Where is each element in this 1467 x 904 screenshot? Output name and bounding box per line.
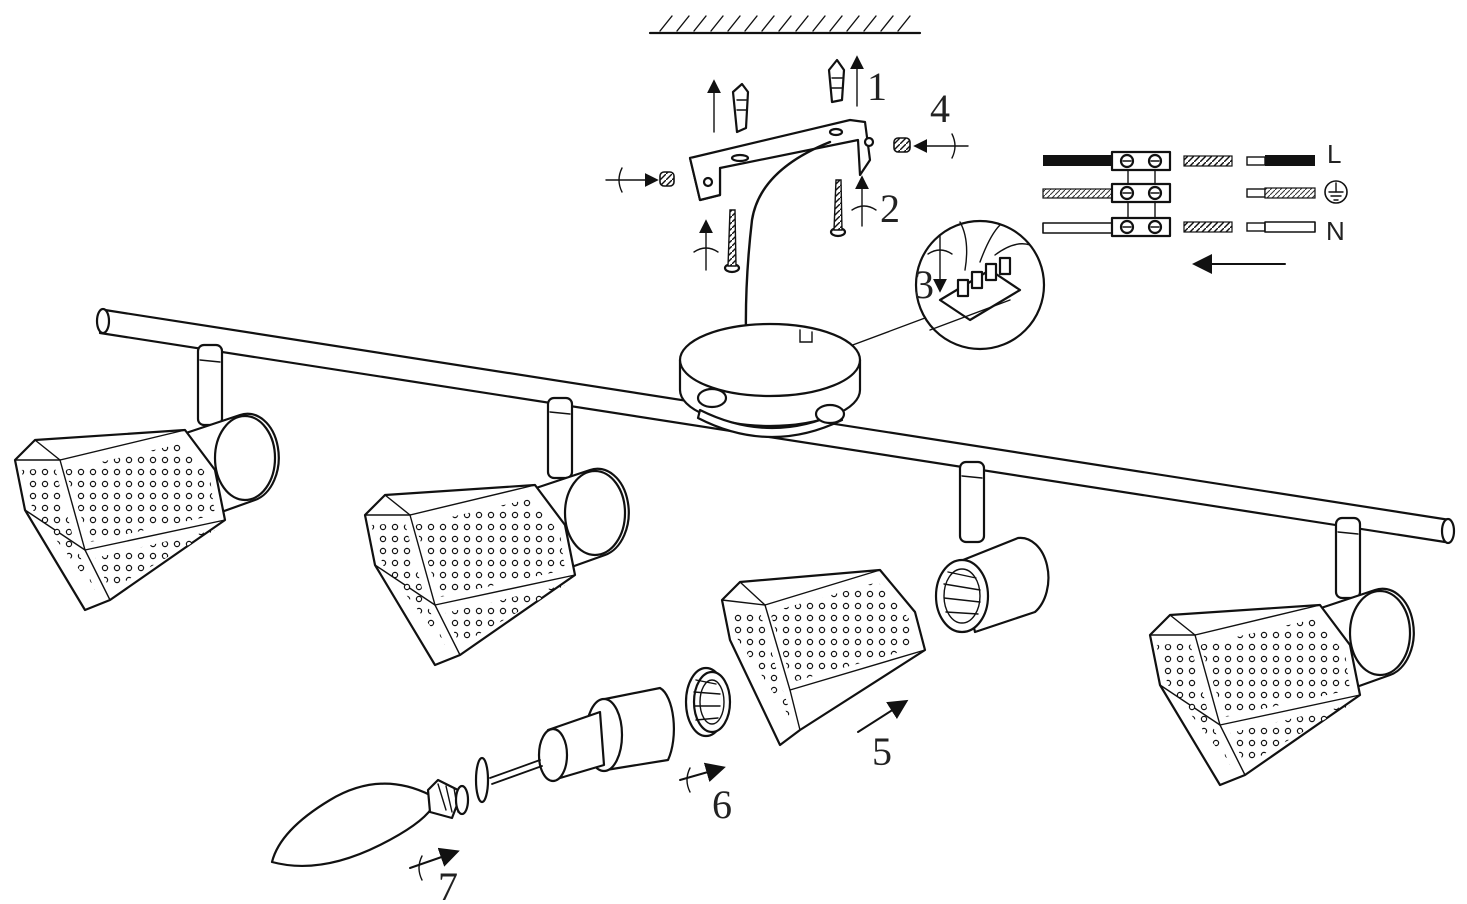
step-label-1: 1 (867, 64, 887, 109)
step-label-5: 5 (872, 729, 892, 774)
neutral-wire-label: N (1326, 216, 1345, 246)
ceiling-hatch-tick (778, 15, 792, 32)
arm-stem-1 (196, 343, 224, 427)
ceiling-hatch-tick (727, 15, 741, 32)
arm-stem-3 (958, 460, 986, 544)
step-label-2: 2 (880, 186, 900, 231)
lamp-head-2 (363, 467, 630, 667)
lamp-socket-7 (474, 686, 675, 804)
wall-plug-right (827, 55, 864, 107)
lamp-head-4 (1148, 587, 1415, 787)
side-screw-left (605, 167, 675, 193)
ceiling-screw-right (829, 175, 877, 238)
mounting-bracket (688, 118, 875, 202)
ceiling-hatch-tick (880, 15, 894, 32)
step-label-3: 3 (914, 262, 934, 307)
ceiling-hatch-tick (829, 15, 843, 32)
ceiling-hatch-tick (795, 15, 809, 32)
candle-bulb (270, 778, 470, 867)
ceiling-hatch-tick (693, 15, 707, 32)
ceiling-hatch-tick (846, 15, 860, 32)
shade-3 (720, 568, 927, 747)
live-wire-label: L (1327, 139, 1341, 169)
socket-housing-3 (934, 536, 1050, 634)
arm-stem-4 (1334, 516, 1362, 600)
ceiling-hatch-tick (812, 15, 826, 32)
ceiling-hatch-tick (897, 15, 911, 32)
ceiling-hatch-tick (761, 15, 775, 32)
ceiling-screw-left (693, 209, 741, 274)
step-label-7: 7 (438, 864, 458, 904)
ceiling-mark (648, 15, 922, 35)
canopy (678, 322, 862, 439)
earth-ground-icon (1324, 180, 1348, 204)
ceiling-hatch-tick (744, 15, 758, 32)
step-label-4: 4 (930, 86, 950, 131)
ceiling-hatch-tick (863, 15, 877, 32)
ceiling-hatch-tick (710, 15, 724, 32)
step-label-6: 6 (712, 782, 732, 827)
ceiling-hatch-tick (659, 15, 673, 32)
wall-plug-left (707, 79, 750, 134)
retaining-ring-6 (684, 666, 732, 738)
supply-cable (744, 140, 832, 337)
arm-stem-2 (546, 396, 574, 480)
lamp-head-1 (13, 412, 280, 612)
side-screw-right (893, 133, 969, 159)
terminal-callout (849, 219, 1046, 351)
ceiling-hatch-tick (676, 15, 690, 32)
wiring-legend (1042, 150, 1316, 274)
